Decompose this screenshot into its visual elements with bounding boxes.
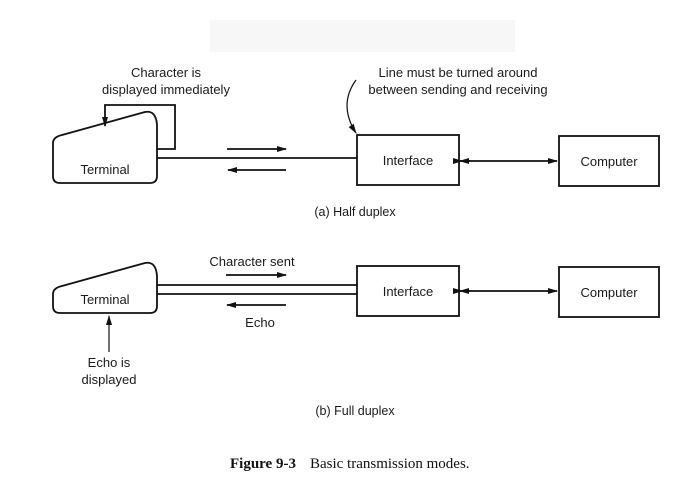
full-terminal-label: Terminal [80, 292, 129, 307]
half-local-echo-path [102, 104, 176, 150]
header-band [210, 20, 515, 52]
half-computer-box [558, 135, 660, 187]
half-duplex-section: Character is displayed immediately Termi… [52, 65, 660, 219]
half-echo-note-line2: displayed immediately [102, 82, 230, 97]
full-echo-note-line1: Echo is [88, 355, 131, 370]
full-duplex-caption: (b) Full duplex [315, 404, 395, 418]
full-echo-note-line2: displayed [82, 372, 137, 387]
half-computer-label: Computer [580, 154, 638, 169]
half-echo-note-line1: Character is [131, 65, 202, 80]
half-terminal-shape [52, 110, 158, 184]
half-line-note-line1: Line must be turned around [379, 65, 538, 80]
full-interface-label: Interface [383, 284, 434, 299]
half-terminal-label: Terminal [80, 162, 129, 177]
figure-number: Figure 9-3 [230, 456, 296, 472]
full-computer-box [558, 266, 660, 318]
half-line-note-line2: between sending and receiving [368, 82, 547, 97]
figure-caption: Figure 9-3 Basic transmission modes. [230, 455, 470, 472]
full-computer-label: Computer [580, 285, 638, 300]
full-echo-label: Echo [245, 315, 275, 330]
full-interface-box [356, 265, 460, 317]
half-note-curved-arrow-icon [346, 79, 357, 134]
full-terminal-shape [52, 261, 158, 314]
full-duplex-section: Character sent Terminal Echo Echo is dis… [52, 254, 660, 418]
half-interface-box [356, 134, 460, 186]
figure-title: Basic transmission modes. [310, 456, 470, 472]
full-sent-label: Character sent [209, 254, 295, 269]
half-duplex-caption: (a) Half duplex [314, 205, 396, 219]
half-interface-label: Interface [383, 153, 434, 168]
